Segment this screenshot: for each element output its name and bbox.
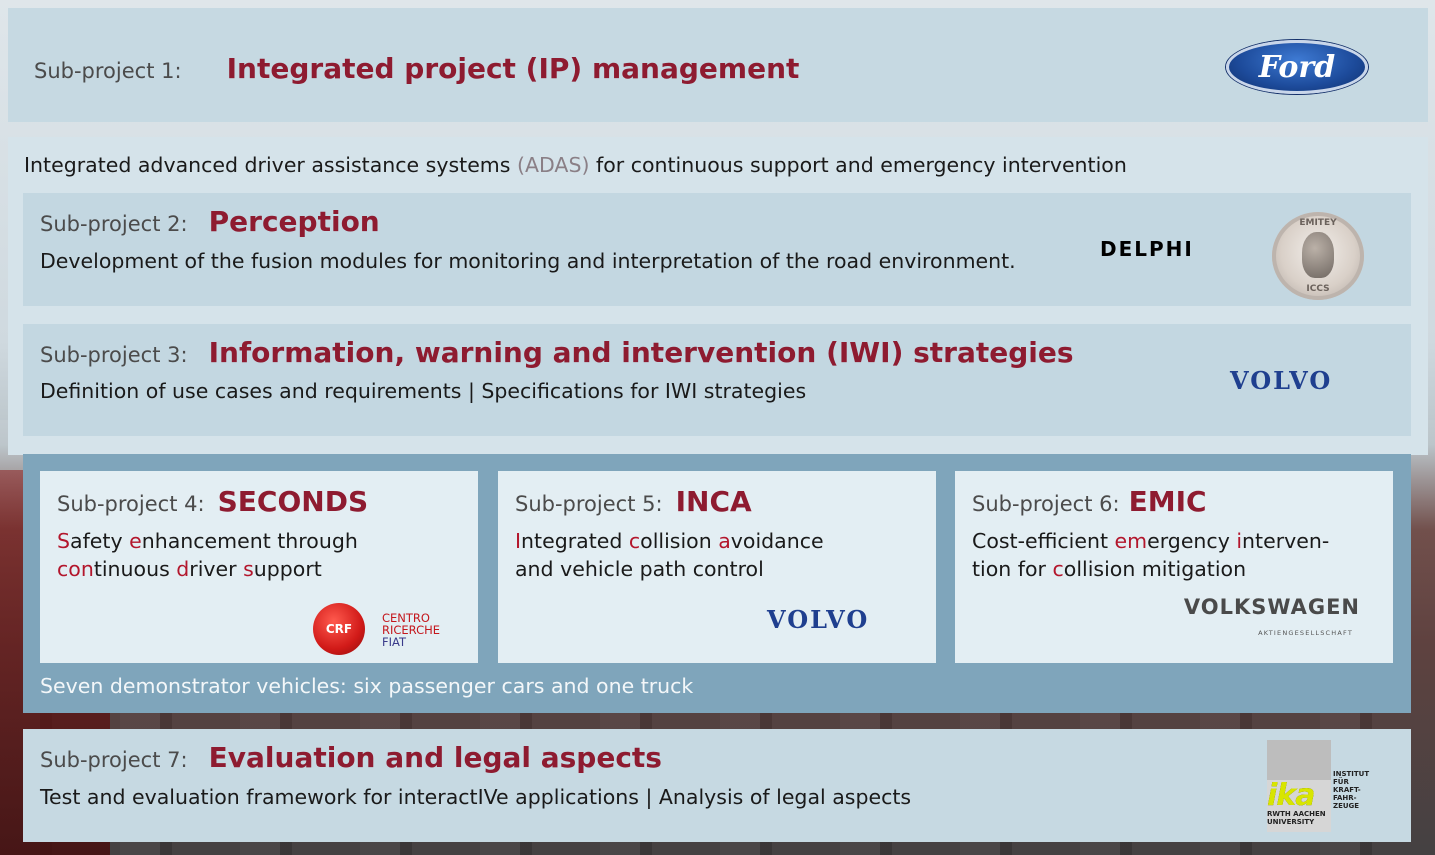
- sub-project-5-title: INCA: [675, 485, 752, 518]
- sub-project-5-panel: Sub-project 5: INCA Integrated collision…: [498, 471, 936, 663]
- sub-project-3-description: Definition of use cases and requirements…: [40, 379, 807, 403]
- sub-project-6-description: Cost-efficient emergency interven-tion f…: [972, 529, 1330, 581]
- crf-logo-text: CENTRO RICERCHE FIAT: [382, 612, 440, 648]
- adas-caption-text-end: for continuous support and emergency int…: [589, 153, 1127, 177]
- ika-logo-wordmark: ika: [1267, 778, 1315, 813]
- iccs-logo-head-icon: [1302, 232, 1334, 278]
- demonstrator-group-panel: Sub-project 4: SECONDS Safety enhancemen…: [23, 454, 1411, 713]
- adas-abbreviation: (ADAS): [516, 153, 590, 177]
- sub-project-3-label: Sub-project 3:: [40, 343, 188, 367]
- sub-project-7-description: Test and evaluation framework for intera…: [40, 785, 912, 809]
- sub-project-5-header: Sub-project 5: INCA: [515, 485, 752, 518]
- sub-project-1-title: Integrated project (IP) management: [226, 52, 800, 85]
- sub-project-6-title: EMIC: [1128, 485, 1207, 518]
- demonstrator-vehicles-caption: Seven demonstrator vehicles: six passeng…: [40, 674, 694, 698]
- sub-project-2-description: Development of the fusion modules for mo…: [40, 249, 1016, 273]
- sub-project-6-header: Sub-project 6: EMIC: [972, 485, 1207, 518]
- sub-project-3-header: Sub-project 3: Information, warning and …: [40, 336, 1074, 369]
- sub-project-7-label: Sub-project 7:: [40, 748, 188, 772]
- sub-project-6-label: Sub-project 6:: [972, 492, 1120, 516]
- iccs-logo-bottom-text: ICCS: [1306, 284, 1330, 294]
- ika-logo-block: [1267, 740, 1331, 780]
- sub-project-6-panel: Sub-project 6: EMIC Cost-efficient emerg…: [955, 471, 1393, 663]
- crf-logo: CRF: [313, 603, 365, 655]
- volvo-logo: VOLVO: [767, 605, 870, 634]
- ford-logo: Ford: [1226, 40, 1368, 94]
- sub-project-3-title: Information, warning and intervention (I…: [208, 336, 1074, 369]
- volvo-logo: VOLVO: [1230, 366, 1333, 395]
- crf-logo-line: RICERCHE: [382, 623, 441, 637]
- adas-caption-text: Integrated advanced driver assistance sy…: [24, 153, 517, 177]
- sub-project-3-panel: Sub-project 3: Information, warning and …: [23, 324, 1411, 436]
- sub-project-7-panel: Sub-project 7: Evaluation and legal aspe…: [23, 729, 1411, 842]
- adas-caption: Integrated advanced driver assistance sy…: [24, 153, 1127, 177]
- sub-project-1-label: Sub-project 1:: [34, 59, 182, 83]
- volkswagen-logo: VOLKSWAGEN: [1183, 595, 1360, 619]
- iccs-logo: EMITEY ICCS: [1272, 212, 1364, 300]
- sub-project-2-panel: Sub-project 2: Perception Development of…: [23, 193, 1411, 306]
- sub-project-2-header: Sub-project 2: Perception: [40, 205, 380, 238]
- delphi-logo: DELPHI: [1100, 237, 1194, 261]
- crf-logo-line: CENTRO: [382, 611, 430, 625]
- iccs-logo-top-text: EMITEY: [1299, 218, 1337, 228]
- sub-project-4-label: Sub-project 4:: [57, 492, 205, 516]
- volkswagen-logo-subtext: AKTIENGESELLSCHAFT: [1258, 629, 1353, 637]
- sub-project-4-header: Sub-project 4: SECONDS: [57, 485, 368, 518]
- sub-project-7-header: Sub-project 7: Evaluation and legal aspe…: [40, 741, 662, 774]
- sub-project-4-panel: Sub-project 4: SECONDS Safety enhancemen…: [40, 471, 478, 663]
- sub-project-1-panel: Sub-project 1: Integrated project (IP) m…: [8, 8, 1428, 122]
- sub-project-1-header: Sub-project 1: Integrated project (IP) m…: [34, 52, 799, 85]
- sub-project-5-label: Sub-project 5:: [515, 492, 663, 516]
- sub-project-7-title: Evaluation and legal aspects: [208, 741, 662, 774]
- sub-project-2-title: Perception: [208, 205, 380, 238]
- sub-project-2-label: Sub-project 2:: [40, 212, 188, 236]
- sub-project-4-title: SECONDS: [217, 485, 369, 518]
- crf-logo-line: FIAT: [382, 635, 407, 649]
